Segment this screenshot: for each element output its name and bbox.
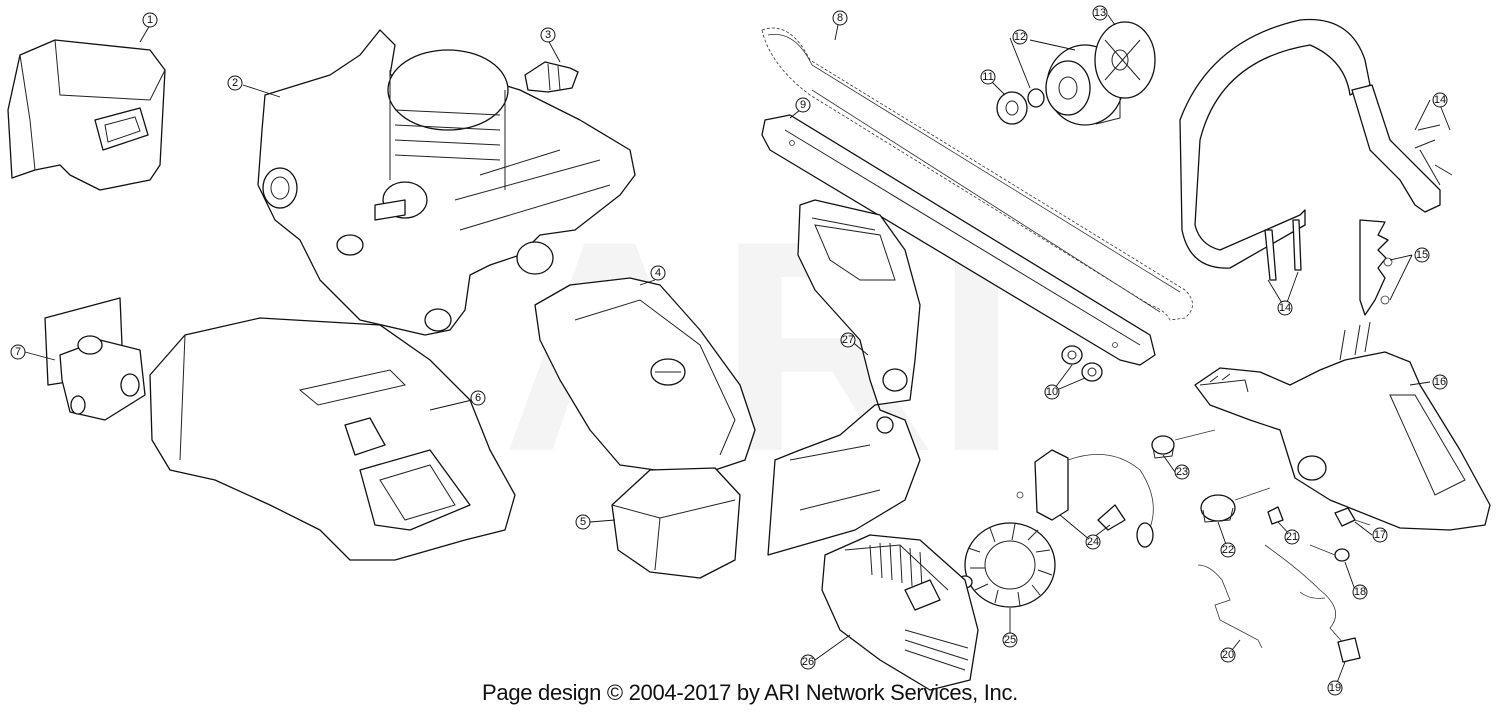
callout-16: 16 — [1432, 374, 1448, 390]
callout-15: 15 — [1414, 247, 1430, 263]
part-crankcase — [257, 29, 636, 336]
svg-text:17: 17 — [1374, 529, 1386, 541]
callout-14-top: 14 — [1432, 92, 1448, 108]
svg-text:6: 6 — [475, 392, 481, 404]
callout-7: 7 — [10, 344, 26, 360]
svg-text:12: 12 — [1014, 31, 1026, 43]
callout-4: 4 — [650, 265, 666, 281]
svg-text:10: 10 — [1046, 386, 1058, 398]
callout-26: 26 — [800, 654, 816, 670]
svg-text:5: 5 — [580, 516, 586, 528]
copyright-footer: Page design © 2004-2017 by ARI Network S… — [482, 680, 1018, 705]
part-carburetor — [44, 297, 146, 421]
part-air-filter-cover — [7, 39, 166, 191]
svg-text:1: 1 — [147, 14, 153, 26]
part-clutch — [1094, 21, 1156, 99]
svg-text:2: 2 — [232, 77, 238, 89]
callout-20: 20 — [1220, 647, 1236, 663]
part-top-housing — [149, 317, 516, 561]
svg-text:22: 22 — [1222, 544, 1234, 556]
svg-text:14: 14 — [1279, 302, 1291, 314]
svg-text:14: 14 — [1434, 94, 1446, 106]
svg-text:7: 7 — [15, 346, 21, 358]
part-starter-housing — [821, 534, 979, 691]
part-plug — [1267, 506, 1284, 525]
svg-text:23: 23 — [1176, 466, 1188, 478]
part-bar-nut — [1061, 345, 1103, 382]
part-switch-plug — [1334, 507, 1371, 527]
callout-17: 17 — [1372, 527, 1388, 543]
svg-text:15: 15 — [1416, 249, 1428, 261]
part-oil-cap — [1151, 429, 1216, 459]
svg-text:13: 13 — [1094, 7, 1106, 19]
part-air-filter — [611, 467, 741, 579]
callout-12: 12 — [1012, 29, 1028, 45]
part-front-handle — [1179, 18, 1453, 281]
callout-14-bottom: 14 — [1277, 300, 1293, 316]
part-throttle-rod — [1197, 564, 1263, 649]
svg-text:8: 8 — [837, 12, 843, 24]
callout-6: 6 — [470, 390, 486, 406]
svg-text:3: 3 — [545, 29, 551, 41]
callout-9: 9 — [795, 97, 811, 113]
svg-text:21: 21 — [1286, 531, 1298, 543]
part-fuel-cap — [1200, 487, 1271, 523]
part-chain-brake-cover — [767, 199, 921, 556]
callout-19: 19 — [1327, 680, 1343, 696]
svg-text:26: 26 — [802, 656, 814, 668]
callout-23: 23 — [1174, 464, 1190, 480]
svg-text:11: 11 — [982, 71, 993, 83]
callout-25: 25 — [1002, 632, 1018, 648]
callout-24: 24 — [1085, 534, 1101, 550]
callout-18: 18 — [1352, 584, 1368, 600]
part-saw-chain — [761, 27, 1193, 321]
callout-13: 13 — [1092, 5, 1108, 21]
part-guide-bar — [761, 114, 1156, 366]
svg-text:4: 4 — [655, 267, 661, 279]
part-bumper-spike — [1359, 219, 1393, 316]
part-grommet — [1309, 544, 1350, 562]
callout-1: 1 — [142, 12, 158, 28]
svg-text:18: 18 — [1354, 586, 1366, 598]
svg-text:16: 16 — [1434, 376, 1446, 388]
part-spark-plug — [524, 61, 579, 93]
callout-8: 8 — [832, 10, 848, 26]
part-rear-handle — [1194, 321, 1491, 531]
svg-text:27: 27 — [842, 334, 854, 346]
callout-22: 22 — [1220, 542, 1236, 558]
part-stop-switch-harness — [1264, 544, 1361, 663]
svg-text:19: 19 — [1329, 682, 1341, 694]
callout-5: 5 — [575, 514, 591, 530]
callout-10: 10 — [1044, 384, 1060, 400]
callout-27: 27 — [840, 332, 856, 348]
part-flywheel — [957, 522, 1056, 608]
part-ignition-coil — [1016, 449, 1154, 548]
svg-text:25: 25 — [1004, 634, 1016, 646]
svg-text:20: 20 — [1222, 649, 1234, 661]
callout-11: 11 — [980, 69, 996, 85]
svg-text:24: 24 — [1087, 536, 1099, 548]
part-needle-bearing — [996, 88, 1045, 125]
part-clutch-cover — [534, 277, 756, 473]
svg-text:9: 9 — [800, 99, 806, 111]
callout-3: 3 — [540, 27, 556, 43]
callout-21: 21 — [1284, 529, 1300, 545]
callout-2: 2 — [227, 75, 243, 91]
